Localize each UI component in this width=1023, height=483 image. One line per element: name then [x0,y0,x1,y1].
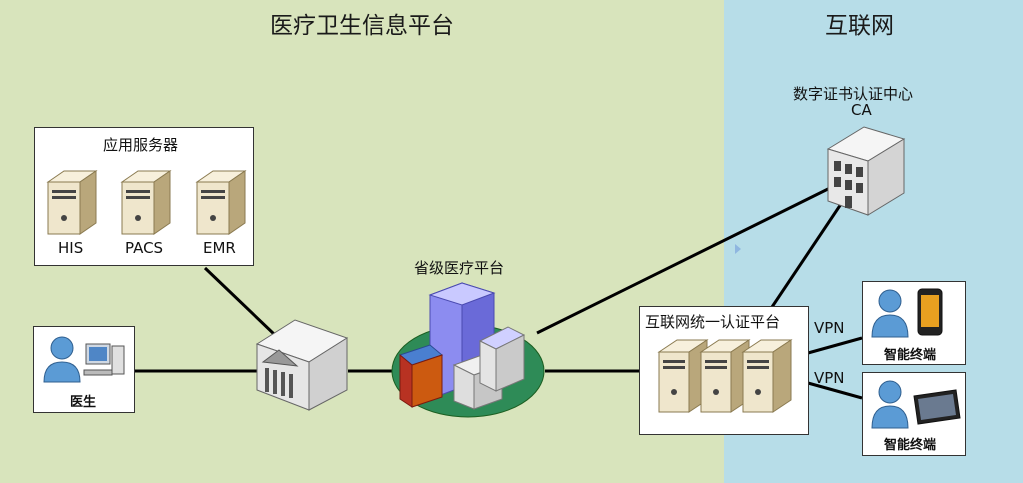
his-label: HIS [58,239,84,257]
auth-server-3-icon [741,339,793,413]
tablet-user-icon [871,380,961,429]
link-auth-terminal-2 [807,381,863,400]
provincial-platform-icon [391,282,545,418]
his-server-icon [46,170,98,235]
link-appservers-gateway [203,266,277,337]
pacs-server-icon [120,170,172,235]
doctor-workstation-icon [43,336,125,383]
ca-title: 数字证书认证中心 [793,85,914,103]
auth-platform-title: 互联网统一认证平台 [645,313,781,331]
provincial-label: 省级医疗平台 [414,259,505,277]
ca-subtitle: CA [851,101,872,119]
smartphone-user-icon [871,288,943,338]
divider-arrow-icon [735,244,741,254]
doctor-label: 医生 [70,395,97,410]
vpn-label-1: VPN [814,319,845,337]
link-auth-ca [770,197,847,308]
link-provincial-ca [536,186,831,335]
healthcare-platform-title: 医疗卫生信息平台 [270,13,454,39]
ca-building-icon [826,126,906,216]
emr-server-icon [195,170,247,235]
vpn-label-2: VPN [814,369,845,387]
app-servers-title: 应用服务器 [103,136,179,154]
internet-title: 互联网 [825,13,894,39]
emr-label: EMR [203,239,236,257]
smart-terminal-label-2: 智能终端 [884,438,937,453]
pacs-label: PACS [125,239,164,257]
link-auth-terminal-1 [807,336,863,355]
smart-terminal-label-1: 智能终端 [884,348,937,363]
gateway-building-icon [255,319,349,411]
